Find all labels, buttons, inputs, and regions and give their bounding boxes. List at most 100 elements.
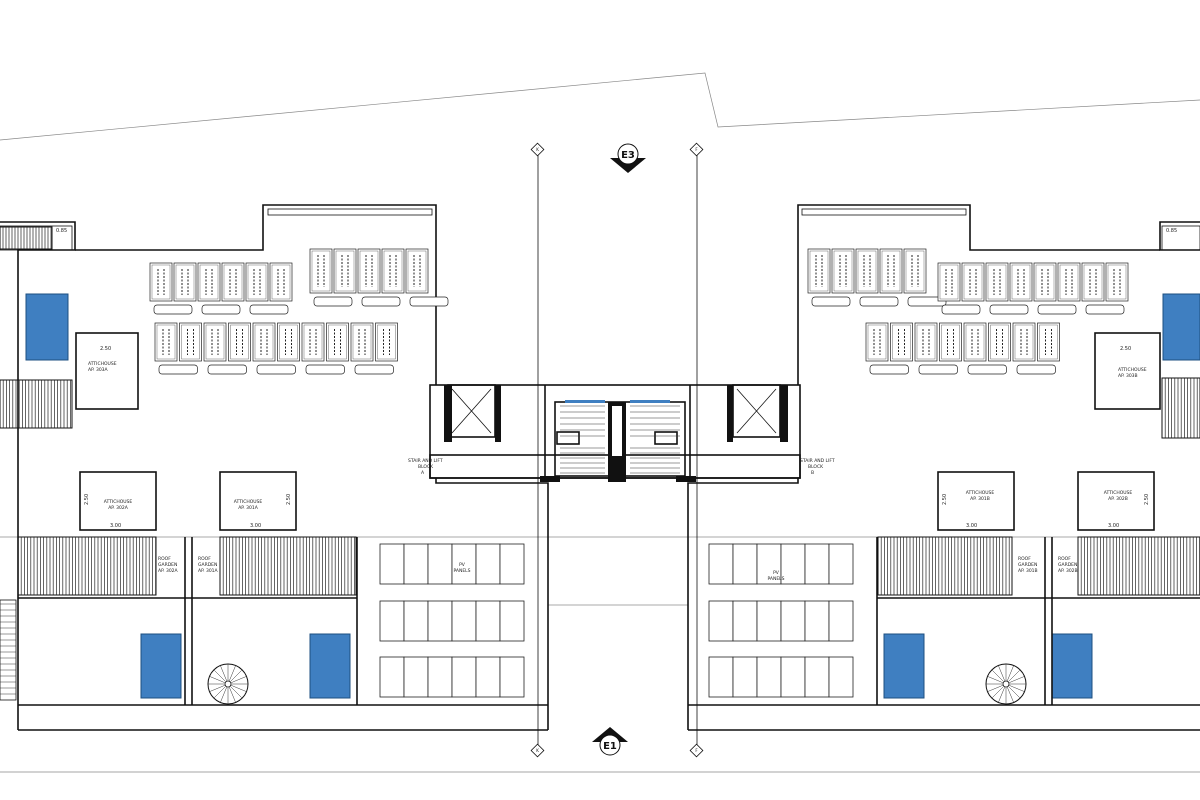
pv-panel <box>780 600 806 642</box>
pv-panel <box>499 543 525 585</box>
outdoor-unit-inner <box>857 250 877 292</box>
outdoor-unit-inner <box>328 324 347 360</box>
outdoor-unit-inner <box>987 264 1007 300</box>
svg-text:GARDEN: GARDEN <box>158 562 177 568</box>
stair-lift-core <box>429 384 801 482</box>
outdoor-unit <box>963 322 987 362</box>
svg-text:2.50: 2.50 <box>286 494 292 505</box>
pv-panels-left <box>379 543 525 698</box>
svg-text:3.00: 3.00 <box>250 523 261 529</box>
pv-panel <box>427 600 453 642</box>
pv-panel <box>451 656 477 698</box>
svg-text:GARDEN: GARDEN <box>198 562 217 568</box>
pool-top-left <box>25 293 69 361</box>
outdoor-unit <box>326 322 349 362</box>
elevation-label-e1: E1 <box>603 741 617 752</box>
external-stair-left <box>0 599 17 701</box>
railing <box>219 536 357 596</box>
elevation-marker-bottom[interactable]: E1 <box>592 727 628 756</box>
outdoor-unit <box>985 262 1009 302</box>
pv-panel <box>756 543 782 585</box>
outdoor-units <box>149 248 1129 375</box>
outdoor-unit <box>154 322 178 362</box>
balcony-top-right: 0.85 <box>1161 225 1200 251</box>
outdoor-unit <box>381 248 405 294</box>
grid-marker-f-top: F <box>689 142 704 157</box>
outdoor-unit <box>939 322 962 362</box>
elevation-marker-top[interactable]: E3 <box>610 143 646 173</box>
outdoor-unit-inner <box>271 264 291 300</box>
pv-panel <box>499 656 525 698</box>
outdoor-unit-inner <box>905 250 925 292</box>
pool-bottom-3 <box>883 633 925 699</box>
outdoor-unit <box>375 322 398 362</box>
pool-bottom-4 <box>1051 633 1093 699</box>
pv-panel <box>427 656 453 698</box>
pool-bottom-1 <box>140 633 182 699</box>
svg-text:3.00: 3.00 <box>110 523 121 529</box>
outdoor-unit-inner <box>383 250 403 292</box>
outdoor-unit-inner <box>892 324 911 360</box>
outdoor-unit <box>245 262 269 302</box>
outdoor-unit-inner <box>407 250 427 292</box>
outdoor-unit <box>865 322 889 362</box>
elevation-label-e3: E3 <box>621 150 635 161</box>
pv-panel <box>379 543 405 585</box>
grid-label: F <box>695 147 698 152</box>
pv-panel <box>732 600 758 642</box>
outdoor-unit-inner <box>1107 264 1127 300</box>
svg-text:AP. 301B: AP. 301B <box>970 496 990 502</box>
unit-pad <box>1037 304 1077 315</box>
pv-panel <box>756 600 782 642</box>
svg-text:AP. 301A: AP. 301A <box>238 505 259 511</box>
pv-label-right-1: PV <box>773 570 780 576</box>
svg-text:AP. 302A: AP. 302A <box>158 568 179 574</box>
outdoor-unit-inner <box>359 250 379 292</box>
outdoor-unit-inner <box>990 324 1009 360</box>
outdoor-unit <box>1105 262 1129 302</box>
unit-pad <box>869 364 909 375</box>
pv-panel <box>708 656 734 698</box>
outdoor-unit <box>333 248 357 294</box>
dim-label: 0.85 <box>56 228 67 234</box>
pv-label-left-1: PV <box>459 562 466 568</box>
outdoor-unit <box>301 322 325 362</box>
outdoor-unit-inner <box>1014 324 1034 360</box>
pool-top-right <box>1162 293 1200 361</box>
svg-text:AP. 302B: AP. 302B <box>1058 568 1078 574</box>
pv-panel <box>403 543 429 585</box>
unit-pad <box>989 304 1029 315</box>
outdoor-unit <box>252 322 276 362</box>
outdoor-unit <box>350 322 374 362</box>
outdoor-unit-inner <box>199 264 219 300</box>
svg-text:2.50: 2.50 <box>1120 346 1131 352</box>
dim-label: 0.85 <box>1166 228 1177 234</box>
outdoor-unit <box>961 262 985 302</box>
unit-pad <box>249 304 289 315</box>
outdoor-unit-inner <box>1039 324 1058 360</box>
svg-text:ATTICHOUSE: ATTICHOUSE <box>1104 490 1133 496</box>
outdoor-unit-inner <box>254 324 274 360</box>
svg-text:ATTICHOUSE: ATTICHOUSE <box>104 499 133 505</box>
railing <box>0 226 53 250</box>
pv-panel <box>403 600 429 642</box>
unit-pad <box>941 304 981 315</box>
unit-pad <box>153 304 193 315</box>
outdoor-unit <box>149 262 173 302</box>
spiral-core <box>224 680 232 688</box>
svg-text:ATTICHOUSE: ATTICHOUSE <box>234 499 263 505</box>
outdoor-unit <box>228 322 251 362</box>
unit-pad <box>967 364 1007 375</box>
outdoor-unit <box>879 248 903 294</box>
outdoor-unit-inner <box>1059 264 1079 300</box>
pv-panel <box>379 600 405 642</box>
svg-text:2.50: 2.50 <box>84 494 90 505</box>
spiral-core <box>1002 680 1010 688</box>
block-a-outline <box>0 204 549 731</box>
svg-text:A: A <box>421 470 425 476</box>
grid-axes: K F K F <box>530 142 704 758</box>
outdoor-unit-inner <box>230 324 249 360</box>
svg-text:BLOCK: BLOCK <box>418 464 434 470</box>
grid-marker-k-top: K <box>530 142 545 157</box>
unit-pad <box>207 364 247 375</box>
